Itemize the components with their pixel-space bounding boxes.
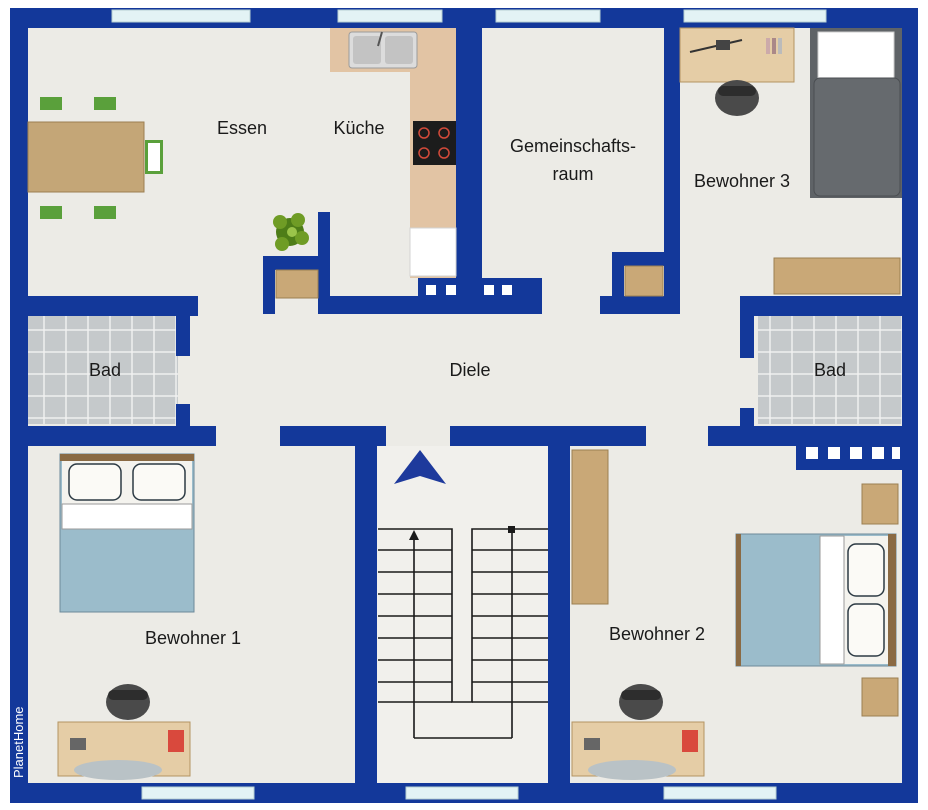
watermark-planethome: PlanetHome [11,706,26,778]
desk-bewohner2 [571,684,705,780]
kitchen-counter [330,28,457,278]
room-labels: Essen Küche Gemeinschafts- raum Bewohner… [89,118,846,648]
vent-blocks [426,285,900,459]
sideboard [773,257,901,295]
nightstand [861,677,899,717]
dining-table [27,97,163,219]
plant-icon [273,213,309,251]
entrance-arrow-icon [394,450,446,484]
staircase [378,528,548,739]
bad-right-tiles [758,316,902,424]
label-bewohner1: Bewohner 1 [145,628,241,648]
cooktop-icon [413,121,456,165]
chair-icon [619,684,663,720]
cabinet [624,265,664,297]
desk-bewohner1 [57,684,191,780]
bed-bewohner2 [735,533,897,667]
chair-icon [715,80,759,116]
label-bewohner3: Bewohner 3 [694,171,790,191]
nightstand [861,483,899,525]
windows [111,9,827,800]
desk-bewohner3 [679,27,795,116]
label-gemeinschaftsraum-line1: Gemeinschafts- [510,136,636,156]
label-diele: Diele [449,360,490,380]
cabinet [275,269,319,299]
label-essen: Essen [217,118,267,138]
bed-bewohner1 [59,453,195,613]
label-bad-right: Bad [814,360,846,380]
wardrobe [571,449,609,605]
label-bad-left: Bad [89,360,121,380]
label-kueche: Küche [333,118,384,138]
stair-end-marker [508,526,515,533]
label-gemeinschaftsraum-line2: raum [552,164,593,184]
label-bewohner2: Bewohner 2 [609,624,705,644]
stair-arrow-icon [409,530,419,540]
bed-bewohner3 [810,28,902,198]
bad-left-tiles [28,316,178,424]
chair-icon [106,684,150,720]
